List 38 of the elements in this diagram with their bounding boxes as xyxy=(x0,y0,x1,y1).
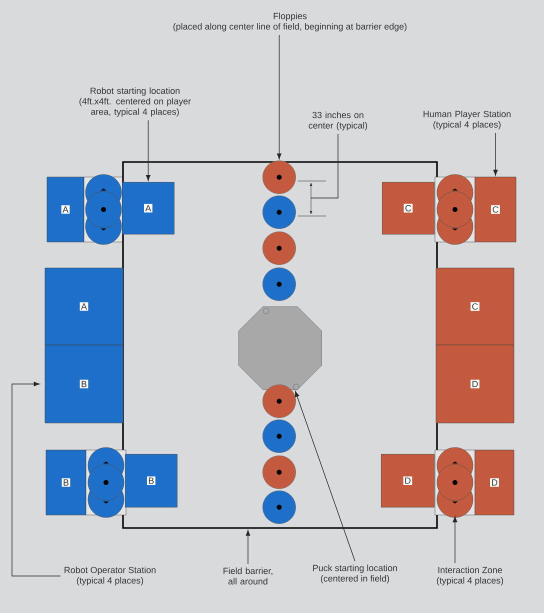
floppy-disc xyxy=(262,490,296,524)
station-box: A xyxy=(44,268,124,346)
station-box: D xyxy=(474,450,514,516)
floppy-disc xyxy=(262,160,296,194)
leader-line xyxy=(310,134,338,198)
interaction-zone xyxy=(434,174,476,245)
floppy-disc xyxy=(262,232,296,265)
interaction-zone xyxy=(84,174,124,245)
floppy-disc xyxy=(262,196,296,229)
callout-text: Human Player Station (typical 4 places) xyxy=(424,110,510,130)
callout-text: Floppies (placed along center line of field, beginning at barrier edge) xyxy=(173,12,407,32)
arrow xyxy=(12,382,61,576)
callout-text: 33 inches on center (typical) xyxy=(308,112,368,130)
interaction-zone xyxy=(86,447,126,518)
station-box: C xyxy=(436,268,514,346)
floppy-disc xyxy=(262,420,296,453)
station-box: A xyxy=(46,176,84,242)
arrow xyxy=(294,391,356,562)
arrow xyxy=(493,132,498,176)
floppy-disc xyxy=(262,456,296,489)
floppy-disc xyxy=(262,384,296,418)
robot-start-box: C xyxy=(382,182,434,234)
puck xyxy=(238,306,322,390)
station-box: D xyxy=(436,344,514,424)
callout-text: Robot Operator Station (typical 4 places) xyxy=(64,566,156,586)
callout-text: Interaction Zone (typical 4 places) xyxy=(436,566,504,586)
floppy-disc xyxy=(262,268,296,301)
station-box: B xyxy=(46,450,86,516)
station-box: B xyxy=(44,344,124,424)
robot-start-box: D xyxy=(381,454,434,508)
callout-text: Puck starting location (centered in field) xyxy=(313,564,398,584)
arrow xyxy=(146,120,150,181)
callout-text: Robot starting location (4ft.x4ft. centered on player area, typical 4 places) xyxy=(80,87,191,117)
callout-text: Field barrier, all around xyxy=(224,567,272,585)
arrow xyxy=(246,530,250,564)
interaction-zone xyxy=(434,447,476,518)
arrow xyxy=(452,516,458,564)
arrow xyxy=(276,34,282,160)
